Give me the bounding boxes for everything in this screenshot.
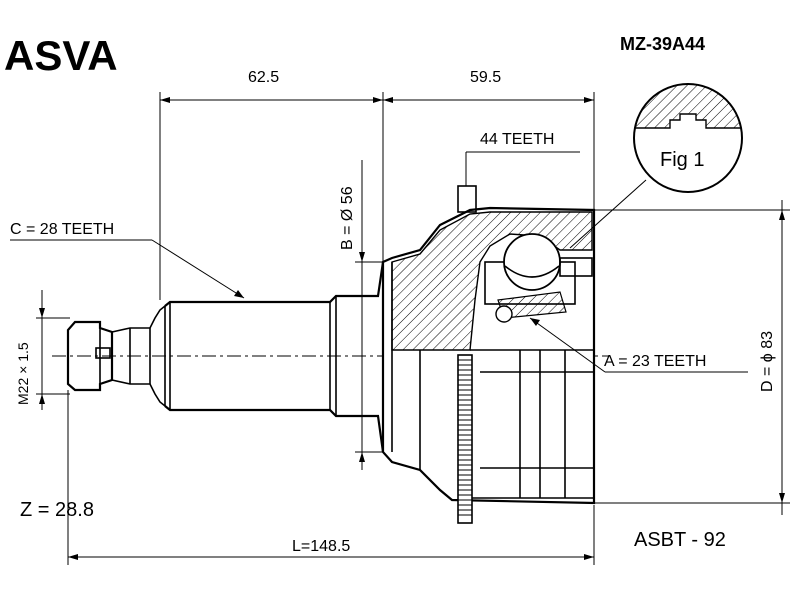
fig1-label: Fig 1 (660, 149, 704, 171)
abs-teeth-label: 44 TEETH (480, 131, 554, 148)
part-number: MZ-39A44 (620, 34, 705, 54)
bottom-dimension: L=148.5 (67, 390, 595, 565)
diameter-d-dimension: D = ϕ 83 (594, 200, 790, 515)
thread-label: M22 × 1.5 (15, 342, 31, 405)
length-right-label: 59.5 (470, 69, 501, 86)
diameter-b-dimension: B = Ø 56 (339, 160, 383, 470)
z-value: Z = 28.8 (20, 499, 94, 521)
spline-a-callout: A = 23 TEETH (529, 317, 748, 373)
spline-c-label: C = 28 TEETH (10, 221, 114, 238)
abs-teeth-callout: 44 TEETH (457, 131, 580, 213)
brand-logo: ASVA (4, 32, 118, 79)
length-left-label: 62.5 (248, 69, 279, 86)
threaded-stub (66, 304, 166, 408)
diameter-d-label: D = ϕ 83 (759, 331, 776, 392)
asbt-number: ASBT - 92 (634, 529, 726, 551)
abs-ring (457, 354, 473, 524)
total-length-label: L=148.5 (292, 538, 350, 555)
main-shaft (164, 261, 385, 453)
diameter-b-label: B = Ø 56 (339, 186, 356, 250)
spline-a-label: A = 23 TEETH (604, 353, 706, 370)
fig1-detail: Fig 1 (569, 83, 743, 249)
top-dimension: 62.5 59.5 (159, 69, 595, 300)
thread-dimension: M22 × 1.5 (15, 290, 70, 410)
outer-housing (381, 206, 596, 505)
spline-c-callout: C = 28 TEETH (10, 221, 245, 299)
